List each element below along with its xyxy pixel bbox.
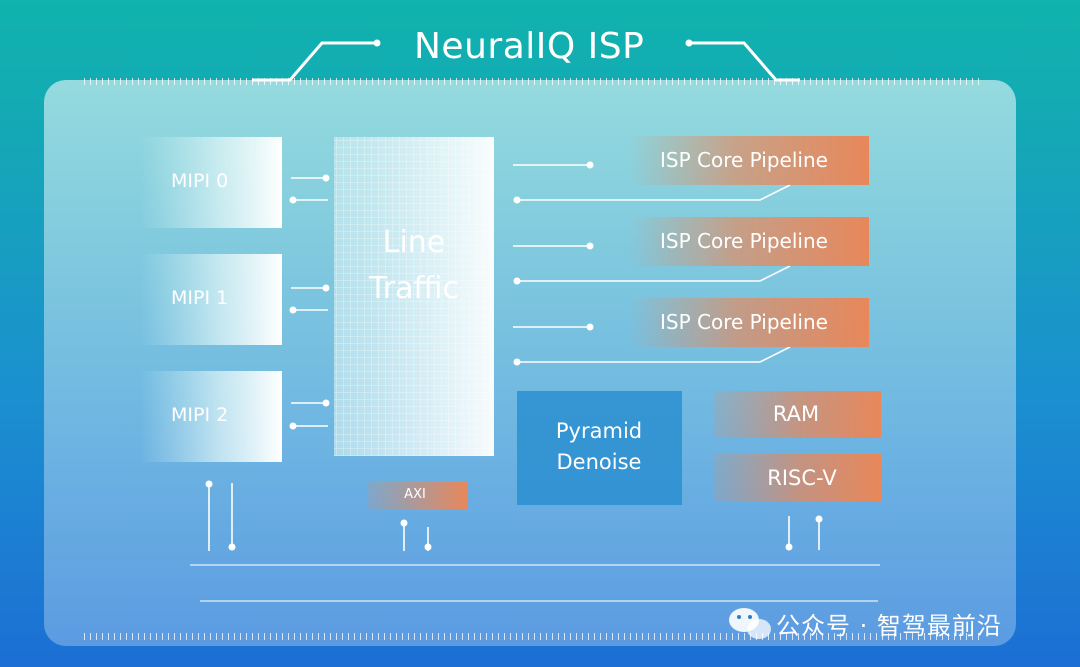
bottom-tick-ruler bbox=[80, 633, 980, 640]
mipi-1-block bbox=[140, 254, 282, 345]
risc-v-block bbox=[713, 454, 881, 502]
wechat-icon bbox=[729, 608, 771, 639]
ram-label: RAM bbox=[772, 402, 820, 426]
bus-connectors bbox=[208, 483, 820, 551]
watermark: 公众号 · 智驾最前沿 bbox=[724, 606, 1002, 641]
pipeline-connector-dots bbox=[513, 161, 594, 366]
mipi-2-block bbox=[140, 371, 282, 462]
pipeline-connectors bbox=[513, 164, 791, 363]
line-traffic-label-line2: Traffic bbox=[368, 271, 460, 306]
line-traffic-grid bbox=[334, 137, 494, 456]
risc-v-label: RISC-V bbox=[767, 466, 837, 490]
watermark-text: 公众号 · 智驾最前沿 bbox=[776, 612, 1002, 640]
mipi-connector-dots bbox=[289, 174, 330, 430]
title-dot-left bbox=[373, 39, 381, 47]
line-traffic-label-line1: Line bbox=[382, 225, 446, 260]
isp-core-pipeline-1-label: ISP Core Pipeline bbox=[660, 148, 828, 172]
diagram-title: NeuralIQ ISP bbox=[414, 26, 645, 67]
mipi-2-label: MIPI 2 bbox=[171, 404, 229, 426]
pyramid-denoise-label-line1: Pyramid bbox=[555, 419, 643, 443]
title-connectors bbox=[252, 41, 800, 82]
mipi-0-block bbox=[140, 137, 282, 228]
axi-block bbox=[367, 482, 468, 509]
mipi-connectors bbox=[291, 177, 328, 427]
isp-core-pipeline-3-block bbox=[628, 298, 869, 347]
isp-core-pipeline-3-label: ISP Core Pipeline bbox=[660, 310, 828, 334]
pyramid-denoise-label-line2: Denoise bbox=[556, 450, 642, 474]
isp-core-pipeline-2-label: ISP Core Pipeline bbox=[660, 229, 828, 253]
mipi-1-label: MIPI 1 bbox=[171, 287, 229, 309]
ram-block bbox=[713, 391, 881, 438]
pyramid-denoise-block bbox=[517, 391, 682, 505]
mipi-0-label: MIPI 0 bbox=[171, 170, 229, 192]
bus-connector-dots bbox=[205, 480, 823, 551]
isp-core-pipeline-1-block bbox=[628, 136, 869, 185]
isp-core-pipeline-2-block bbox=[628, 217, 869, 266]
title-dot-right bbox=[685, 39, 693, 47]
axi-label: AXI bbox=[404, 487, 426, 502]
top-tick-ruler bbox=[80, 78, 980, 85]
